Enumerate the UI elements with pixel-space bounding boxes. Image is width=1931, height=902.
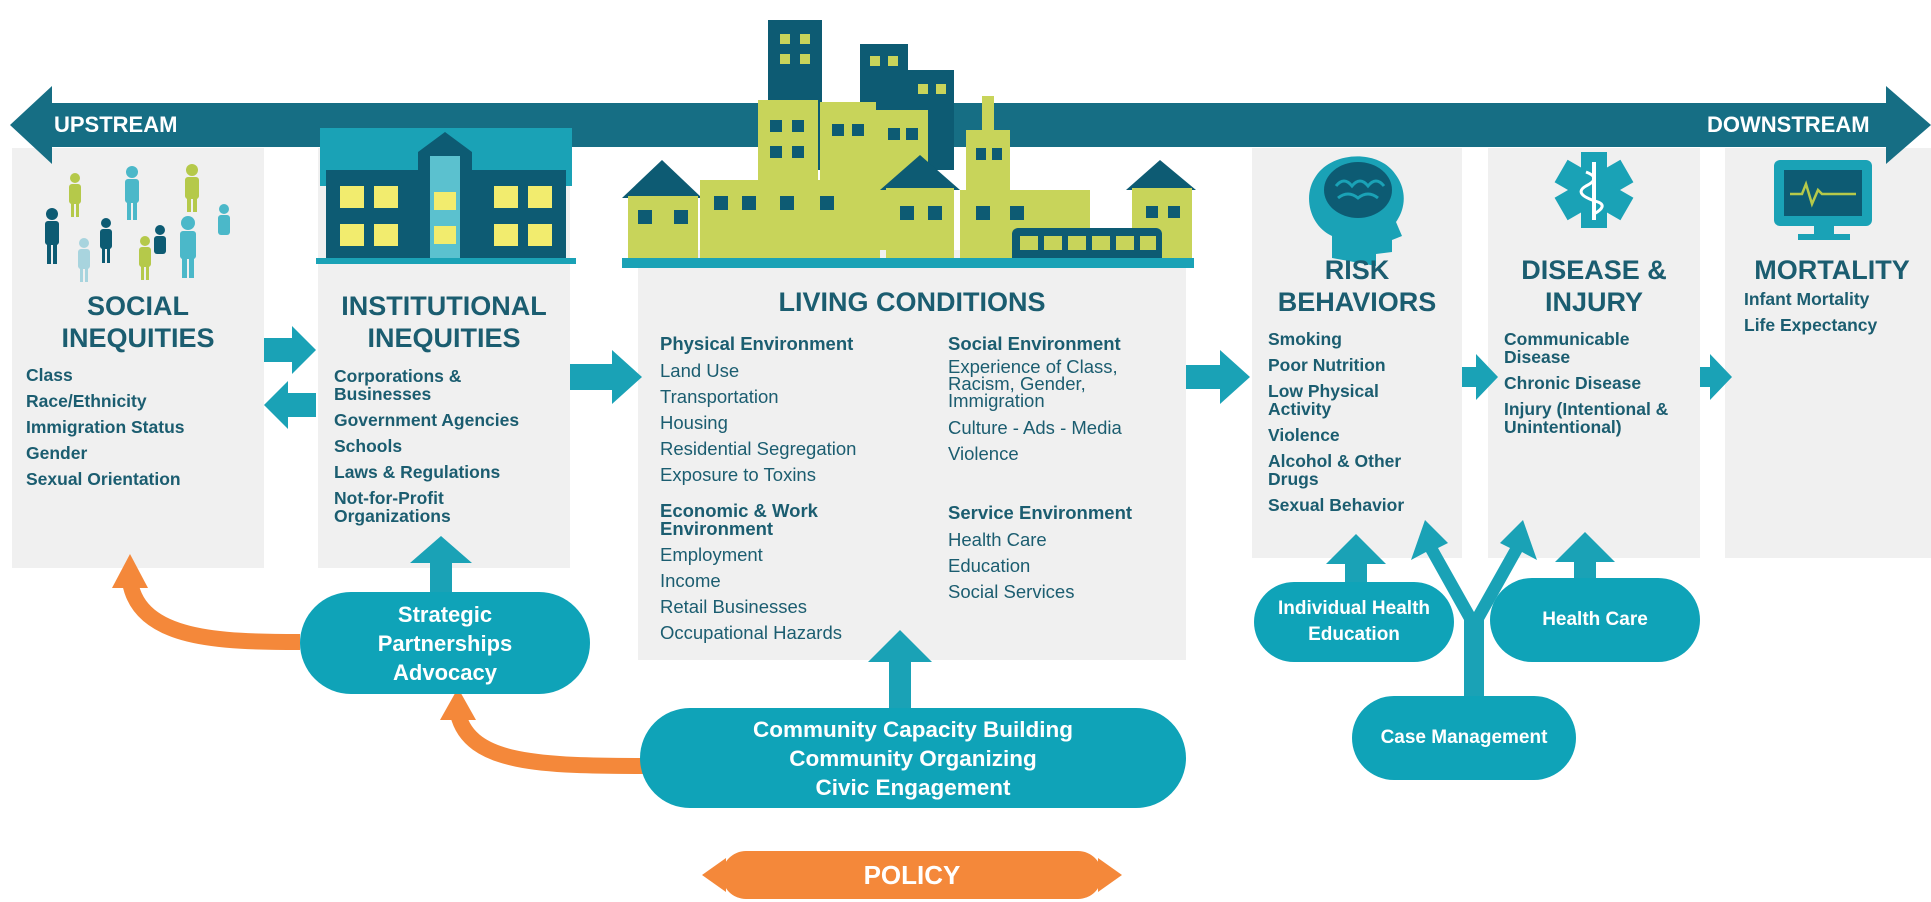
case-management-y-arrows xyxy=(1411,520,1537,700)
list-item: Social Services xyxy=(948,581,1075,602)
social-environment: Social Environment Experience of Class, … xyxy=(948,334,1158,467)
people-icon xyxy=(45,164,230,282)
list-item: Laws & Regulations xyxy=(334,462,501,482)
list-item: Communicable Disease xyxy=(1504,329,1630,367)
list-item: Housing xyxy=(660,412,728,433)
heart-monitor-icon xyxy=(1774,160,1872,240)
arrow-institutional-to-living xyxy=(570,350,642,404)
arrow-education-to-risk xyxy=(1326,534,1386,600)
brain-head-icon xyxy=(1309,156,1404,266)
physical-environment: Physical Environment Land Use Transporta… xyxy=(660,334,930,488)
arrow-social-to-institutional xyxy=(264,326,316,374)
list-item: Health Care xyxy=(948,529,1047,550)
policy-pill: POLICY xyxy=(722,851,1102,899)
list-item: Violence xyxy=(948,443,1019,464)
arrow-health-care-to-disease xyxy=(1555,532,1615,600)
list-item: Employment xyxy=(660,544,763,565)
list-item: Schools xyxy=(334,436,403,456)
case-management-pill: Case Management xyxy=(1352,696,1576,780)
strategic-partnerships-pill: Strategic Partnerships Advocacy xyxy=(300,592,590,694)
list-item: Not-for-Profit Organizations xyxy=(334,488,451,526)
list-item: Experience of Class, Racism, Gender, Imm… xyxy=(948,356,1118,411)
list-item: Sexual Behavior xyxy=(1268,495,1405,515)
list-item: Class xyxy=(26,365,73,385)
individual-health-education-pill: Individual Health Education xyxy=(1254,582,1454,662)
arrow-living-to-risk xyxy=(1186,350,1250,404)
list-item: Smoking xyxy=(1268,329,1342,349)
list-item: Immigration Status xyxy=(26,417,185,437)
arrow-institutional-to-social xyxy=(264,381,316,429)
list-item: Residential Segregation xyxy=(660,438,857,459)
downstream-label: DOWNSTREAM xyxy=(1707,112,1870,137)
list-item: Occupational Hazards xyxy=(660,622,843,643)
institutional-list: Corporations & Businesses Government Age… xyxy=(334,366,519,533)
list-item: Low Physical Activity xyxy=(1268,381,1379,419)
school-building-icon xyxy=(316,128,576,264)
list-item: Violence xyxy=(1268,425,1340,445)
list-item: Land Use xyxy=(660,360,740,381)
orange-advocacy-arrows xyxy=(112,554,1122,892)
list-item: Retail Businesses xyxy=(660,596,808,617)
list-item: Injury (Intentional & Unintentional) xyxy=(1504,399,1669,437)
disease-title: DISEASE &INJURY xyxy=(1521,255,1667,317)
list-item: Culture - Ads - Media xyxy=(948,417,1122,438)
social-list: Class Race/Ethnicity Immigration Status … xyxy=(26,362,256,492)
flow-arrows xyxy=(264,326,1732,712)
arrow-community-to-living xyxy=(868,630,932,712)
list-item: Transportation xyxy=(660,386,779,407)
community-capacity-pill: Community Capacity Building Community Or… xyxy=(640,708,1186,808)
list-item: Exposure to Toxins xyxy=(660,464,816,485)
list-item: Infant Mortality xyxy=(1744,289,1870,309)
list-item: Corporations & Businesses xyxy=(334,366,462,404)
list-item: Life Expectancy xyxy=(1744,315,1878,335)
list-item: Education xyxy=(948,555,1031,576)
mortality-list: Infant Mortality Life Expectancy xyxy=(1744,286,1924,338)
risk-list: Smoking Poor Nutrition Low Physical Acti… xyxy=(1268,330,1428,522)
list-item: Sexual Orientation xyxy=(26,469,181,489)
list-item: Government Agencies xyxy=(334,410,520,430)
city-skyline-icon xyxy=(622,20,1196,268)
living-title: LIVING CONDITIONS xyxy=(778,287,1046,317)
list-item: Income xyxy=(660,570,721,591)
health-care-pill: Health Care xyxy=(1490,578,1700,662)
mortality-title: MORTALITY xyxy=(1754,255,1910,285)
living-panel xyxy=(638,250,1186,660)
arrow-disease-to-mortality xyxy=(1700,354,1732,400)
list-item: Gender xyxy=(26,443,88,463)
economic-environment: Economic & Work Environment Employment I… xyxy=(660,501,880,646)
service-environment: Service Environment Health Care Educatio… xyxy=(948,503,1168,605)
disease-list: Communicable Disease Chronic Disease Inj… xyxy=(1504,330,1674,444)
list-item: Race/Ethnicity xyxy=(26,391,147,411)
upstream-label: UPSTREAM xyxy=(54,112,178,137)
list-item: Chronic Disease xyxy=(1504,373,1642,393)
list-item: Alcohol & Other Drugs xyxy=(1268,451,1402,489)
arrow-strategic-to-institutional xyxy=(410,536,472,600)
arrow-risk-to-disease xyxy=(1462,354,1498,400)
list-item: Poor Nutrition xyxy=(1268,355,1386,375)
star-of-life-icon xyxy=(1554,152,1634,228)
